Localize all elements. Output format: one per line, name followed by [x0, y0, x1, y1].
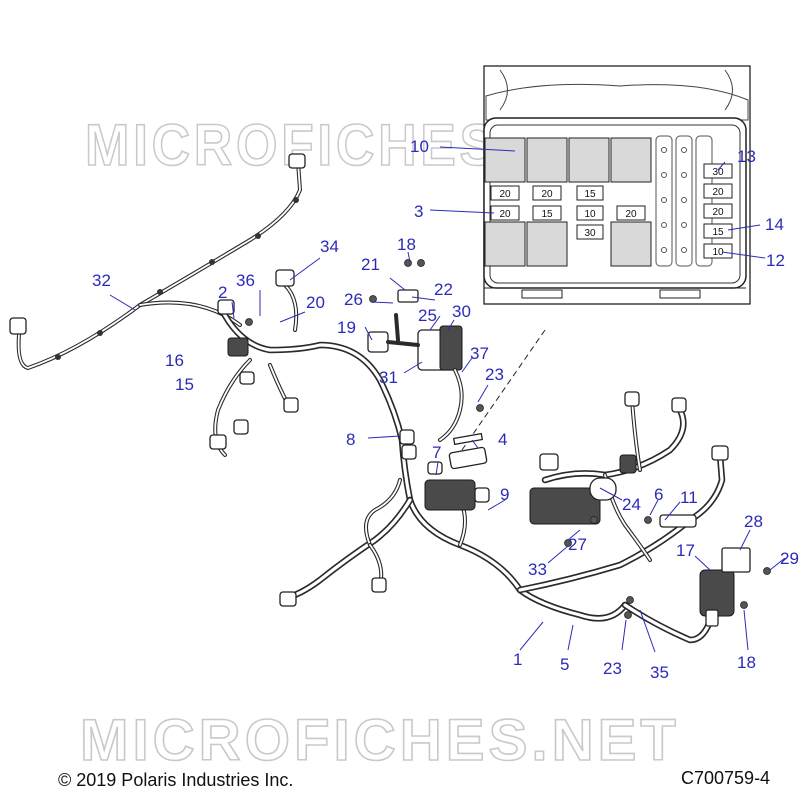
relay-1 — [484, 137, 526, 183]
callout-13: 13 — [737, 147, 756, 166]
callout-18-bottom: 18 — [737, 653, 756, 672]
callout-27: 27 — [568, 535, 587, 554]
relay-5 — [484, 221, 526, 267]
callout-16: 16 — [165, 351, 184, 370]
callout-7: 7 — [432, 443, 441, 462]
callout-8: 8 — [346, 430, 355, 449]
fuse-label: 20 — [712, 207, 724, 218]
fuse-label: 20 — [499, 209, 511, 220]
callout-14: 14 — [765, 215, 784, 234]
relay-2 — [526, 137, 568, 183]
callout-26: 26 — [344, 290, 363, 309]
callout-32: 32 — [92, 271, 111, 290]
fuse-label: 10 — [584, 209, 596, 220]
callout-31: 31 — [379, 368, 398, 387]
fuse-row-1: 20 20 15 — [490, 185, 604, 201]
fuse-column-right: 30 20 20 15 10 — [703, 163, 733, 259]
callout-6: 6 — [654, 485, 663, 504]
fuse-label: 30 — [712, 167, 724, 178]
relay-6 — [526, 221, 568, 267]
fuse-label: 20 — [712, 187, 724, 198]
callouts: 1 2 3 4 5 6 7 8 9 10 11 12 13 14 15 16 1… — [92, 137, 799, 682]
figure-code: C700759-4 — [681, 768, 771, 788]
callout-35: 35 — [650, 663, 669, 682]
leader-lines — [109, 146, 786, 653]
callout-5: 5 — [560, 655, 569, 674]
callout-1: 1 — [513, 650, 522, 669]
relay-4 — [610, 137, 652, 183]
fuse-label: 15 — [584, 189, 596, 200]
module-4 — [448, 446, 488, 470]
fuse-row-2: 20 15 10 20 30 — [490, 205, 646, 240]
callout-20: 20 — [306, 293, 325, 312]
relay-19 — [367, 331, 389, 353]
callout-29: 29 — [780, 549, 799, 568]
callout-34: 34 — [320, 237, 339, 256]
relay-7 — [610, 221, 652, 267]
copyright-text: © 2019 Polaris Industries Inc. — [58, 770, 294, 790]
fuse-label: 15 — [712, 227, 724, 238]
callout-37: 37 — [470, 344, 489, 363]
fuse-label: 30 — [584, 228, 596, 239]
callout-3: 3 — [414, 202, 423, 221]
fuse-label: 20 — [625, 209, 637, 220]
callout-33: 33 — [528, 560, 547, 579]
fuse-box-inset: 20 20 15 20 15 10 20 30 30 20 20 15 — [483, 65, 751, 305]
callout-30: 30 — [452, 302, 471, 321]
center-modules — [367, 289, 490, 511]
callout-25: 25 — [418, 306, 437, 325]
module-17 — [699, 547, 751, 627]
fuse-label: 15 — [541, 209, 553, 220]
inset-link-line — [461, 329, 546, 451]
callout-19: 19 — [337, 318, 356, 337]
callout-24: 24 — [622, 495, 641, 514]
callout-10: 10 — [410, 137, 429, 156]
callout-28: 28 — [744, 512, 763, 531]
callout-4: 4 — [498, 430, 507, 449]
right-connector-cluster — [529, 391, 697, 562]
callout-23-bottom: 23 — [603, 659, 622, 678]
callout-11: 11 — [680, 488, 698, 507]
relay-3 — [568, 137, 610, 183]
fuse-label: 20 — [499, 189, 511, 200]
callout-2: 2 — [218, 283, 227, 302]
main-harness — [279, 445, 729, 644]
fuse-label: 20 — [541, 189, 553, 200]
callout-15: 15 — [175, 375, 194, 394]
callout-12: 12 — [766, 251, 785, 270]
fuse-label: 10 — [712, 247, 724, 258]
fasteners — [245, 259, 771, 619]
callout-22: 22 — [434, 280, 453, 299]
callout-17: 17 — [676, 541, 695, 560]
callout-18-top: 18 — [397, 235, 416, 254]
watermark-bottom: MICROFICHES.NET — [80, 708, 680, 773]
callout-23-top: 23 — [485, 365, 504, 384]
rear-harness — [9, 153, 306, 371]
callout-36: 36 — [236, 271, 255, 290]
callout-21: 21 — [361, 255, 380, 274]
callout-9: 9 — [500, 485, 509, 504]
